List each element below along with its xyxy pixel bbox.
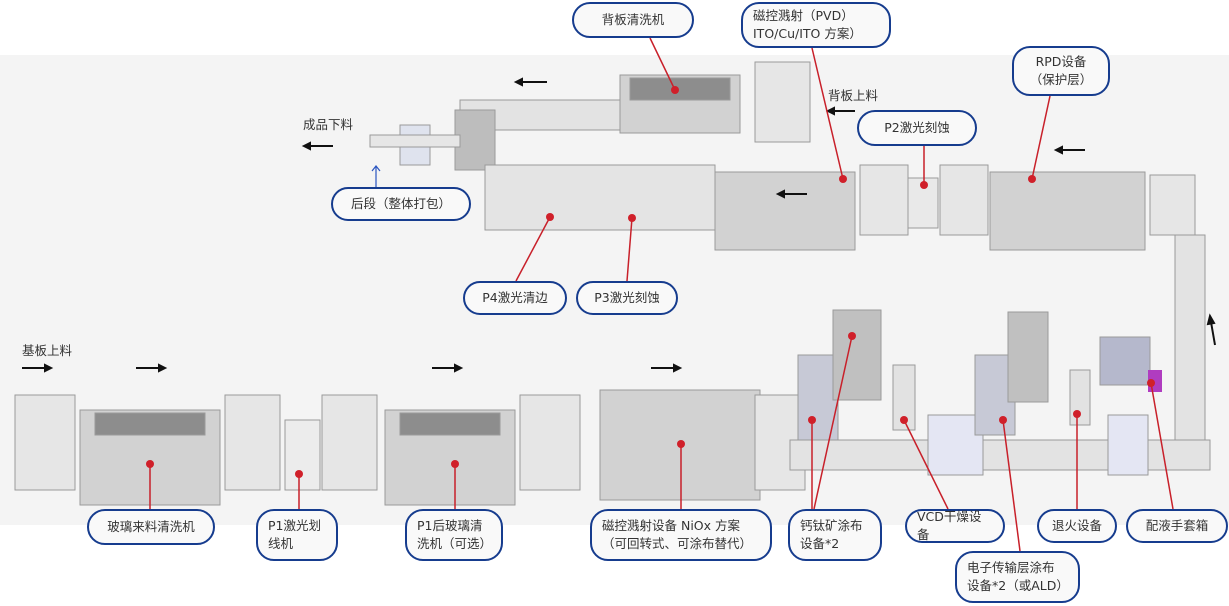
machine-pvd: [714, 171, 856, 251]
arrow-right-icon: [136, 363, 168, 373]
callout-etl: 电子传输层涂布设备*2（或ALD）: [955, 551, 1080, 603]
flow-arrows: [22, 77, 1216, 373]
machine-etl-2: [1007, 311, 1049, 403]
callout-anneal: 退火设备: [1037, 509, 1117, 543]
robot-cell: [519, 394, 581, 491]
callout-glass-cleaner: 玻璃来料清洗机: [87, 509, 215, 545]
callout-p1: P1激光划线机: [256, 509, 338, 561]
robot-cell: [754, 61, 811, 143]
machine-anneal-cabinet: [1107, 414, 1149, 476]
callout-backsheet-cleaner: 背板清洗机: [572, 2, 694, 38]
callout-backend: 后段（整体打包）: [331, 187, 471, 221]
machine-vcd: [892, 364, 916, 431]
machine-glovebox: [1099, 336, 1151, 386]
machine-rpd: [989, 171, 1146, 251]
leader-lines: [149, 37, 1174, 552]
arrow-left-icon: [775, 189, 807, 199]
callout-p1-cleaner: P1后玻璃清洗机（可选）: [405, 509, 503, 561]
machine-vcd-cabinet: [927, 414, 984, 476]
callout-p2: P2激光刻蚀: [857, 110, 977, 146]
arrow-up-icon: [371, 165, 381, 187]
arrow-left-icon: [301, 141, 333, 151]
callout-nio: 磁控溅射设备 NiOx 方案（可回转式、可涂布替代）: [590, 509, 772, 561]
marker-dots: [146, 86, 1155, 478]
machine-perovskite-1: [797, 354, 839, 441]
callout-p3: P3激光刻蚀: [576, 281, 678, 315]
callout-vcd: VCD干燥设备: [905, 509, 1005, 543]
robot-cell: [859, 164, 909, 236]
arrow-left-icon: [513, 77, 547, 87]
machine-row2: [484, 164, 716, 231]
callout-perovskite: 钙钛矿涂布设备*2: [788, 509, 882, 561]
machine-p1: [284, 419, 321, 491]
robot-cell: [939, 164, 989, 236]
arrow-left-icon: [825, 106, 855, 116]
machine-anneal: [1069, 369, 1091, 426]
arrow-right-icon: [22, 363, 54, 373]
robot-cell: [1149, 174, 1196, 236]
arrow-right-icon: [651, 363, 683, 373]
robot-cell: [224, 394, 281, 491]
callout-rpd: RPD设备（保护层）: [1012, 46, 1110, 96]
machine-stacker: [454, 109, 496, 171]
arrow-left-icon: [1053, 145, 1085, 155]
conveyor-right: [1174, 234, 1206, 451]
callout-glovebox: 配液手套箱: [1126, 509, 1228, 543]
robot-cell: [321, 394, 378, 491]
callout-p4: P4激光清边: [463, 281, 567, 315]
finished-unload-label: 成品下料: [303, 117, 354, 132]
substrate-load-label: 基板上料: [22, 343, 73, 358]
backsheet-load-label: 背板上料: [828, 88, 879, 103]
arrow-right-icon: [432, 363, 464, 373]
callout-pvd: 磁控溅射（PVD）ITO/Cu/ITO 方案）: [741, 2, 891, 48]
robot-cell: [14, 394, 76, 491]
arrow-up-icon: [1206, 313, 1216, 346]
